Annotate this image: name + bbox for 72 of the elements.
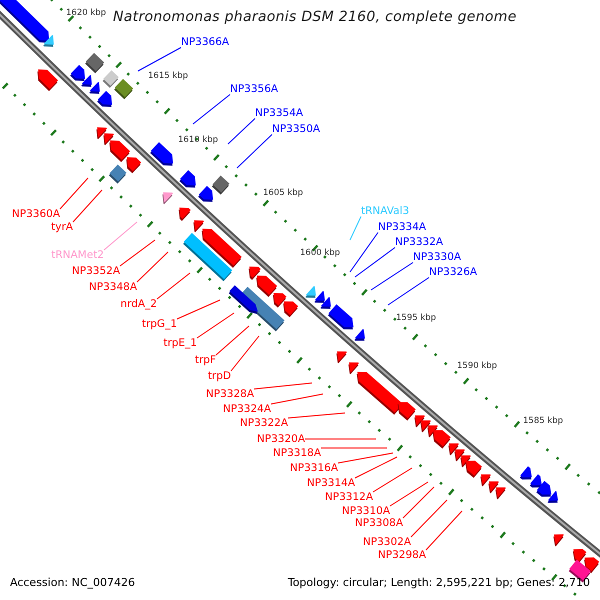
tick-label: 1610 kbp bbox=[178, 136, 218, 144]
leader-line bbox=[410, 500, 448, 538]
tick-label: 1590 kbp bbox=[457, 362, 498, 370]
leader-line bbox=[372, 468, 412, 492]
leader-line bbox=[304, 438, 376, 440]
gene-label: NP3350A bbox=[272, 124, 320, 134]
gene-label: NP3314A bbox=[306, 478, 355, 488]
leader-line bbox=[270, 394, 324, 404]
leader-line bbox=[230, 336, 260, 372]
gene-label: NP3308A bbox=[354, 518, 403, 528]
gene-label: trpE_1 bbox=[163, 338, 197, 348]
leader-line bbox=[196, 312, 234, 338]
gene-label: NP3316A bbox=[290, 463, 338, 474]
gene-label: tRNAVal3 bbox=[361, 206, 410, 216]
gene-label: trpF bbox=[194, 355, 216, 366]
gene-label: NP3310A bbox=[342, 506, 390, 516]
gene-label: NP3318A bbox=[272, 448, 321, 458]
tick-label: 1595 kbp bbox=[396, 314, 436, 322]
leader-line bbox=[354, 456, 398, 478]
leader-line bbox=[350, 232, 378, 272]
tick-label: 1620 kbp bbox=[66, 8, 106, 18]
gene-label: trpG_1 bbox=[142, 319, 177, 330]
tick-label: 1605 kbp bbox=[263, 188, 304, 198]
leader-line bbox=[354, 247, 396, 278]
gene-label: trpD bbox=[208, 371, 231, 382]
gene-label: NP3334A bbox=[378, 222, 426, 232]
diagram-title: Natronomonas pharaonis DSM 2160, complete genome bbox=[113, 10, 517, 24]
gene-label: NP3320A bbox=[256, 434, 305, 444]
leader-line bbox=[176, 300, 220, 320]
gene-label: NP3324A bbox=[222, 404, 271, 414]
gene-label: nrdA_2 bbox=[120, 299, 157, 310]
leader-line bbox=[254, 382, 312, 390]
gene-label: NP3352A bbox=[72, 266, 120, 276]
gene-label: NP3354A bbox=[255, 108, 304, 118]
gene-label: tRNAMet2 bbox=[51, 250, 104, 260]
gene-label: NP3326A bbox=[429, 267, 478, 278]
leader-line bbox=[192, 94, 230, 124]
gene-label: NP3302A bbox=[362, 537, 411, 548]
gene-label: NP3322A bbox=[240, 418, 288, 428]
leader-line bbox=[350, 216, 362, 240]
leader-line bbox=[60, 178, 88, 210]
gene-label: NP3328A bbox=[206, 389, 254, 400]
leader-line bbox=[388, 277, 430, 306]
leader-line bbox=[338, 452, 394, 464]
gene-label: NP3330A bbox=[413, 252, 462, 262]
tick-label: 1600 kbp bbox=[300, 248, 340, 258]
leader-line bbox=[402, 486, 434, 518]
leader-line bbox=[120, 240, 156, 266]
leader-line bbox=[136, 252, 168, 282]
leader-line bbox=[156, 272, 190, 300]
tick-label: 1615 kbp bbox=[148, 72, 188, 80]
gene-label: NP3312A bbox=[324, 492, 373, 502]
leader-line bbox=[236, 134, 272, 168]
gene-label: tyrA bbox=[51, 222, 73, 232]
gene-label: NP3298A bbox=[378, 550, 426, 560]
tick-label: 1585 kbp bbox=[523, 416, 564, 426]
leader-line bbox=[72, 190, 102, 222]
gene-label: NP3366A bbox=[181, 37, 230, 48]
gene-label: NP3348A bbox=[88, 282, 137, 292]
leader-line bbox=[288, 412, 346, 418]
accession-text: Accession: NC_007426 bbox=[10, 576, 136, 588]
leader-line bbox=[104, 222, 138, 250]
gene-label: NP3332A bbox=[395, 237, 444, 248]
leader-line bbox=[390, 482, 428, 506]
leader-line bbox=[370, 262, 414, 290]
leader-line bbox=[228, 118, 256, 144]
genome-info-text: Topology: circular; Length: 2,595,221 bp; Genes: 2,710 bbox=[288, 576, 590, 588]
gene-label: NP3360A bbox=[12, 209, 60, 220]
leader-line bbox=[138, 47, 182, 72]
leader-line bbox=[426, 510, 462, 550]
gene-label: NP3356A bbox=[230, 84, 278, 94]
leader-line bbox=[216, 326, 250, 356]
